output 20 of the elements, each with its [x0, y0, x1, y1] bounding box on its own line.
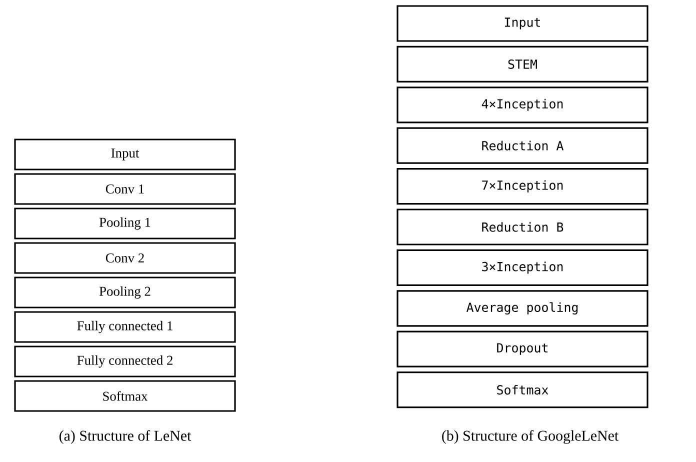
layer-box: Fully connected 2	[14, 346, 236, 378]
layer-box: 4×Inception	[396, 86, 648, 124]
layer-box: 7×Inception	[396, 168, 648, 205]
layer-box: Input	[396, 5, 648, 42]
layer-box: Input	[14, 138, 236, 170]
layer-box: Dropout	[396, 330, 648, 368]
layer-box: Conv 1	[14, 173, 236, 205]
layer-box: Fully connected 1	[14, 311, 236, 343]
layer-box: Average pooling	[396, 290, 648, 327]
layer-box: Reduction B	[396, 208, 648, 246]
layer-box: Pooling 1	[14, 208, 236, 240]
layer-box: Reduction A	[396, 127, 648, 164]
layer-box: STEM	[396, 46, 648, 82]
layer-box: Softmax	[14, 380, 236, 412]
caption: (a) Structure of LeNet	[59, 430, 192, 444]
caption: (b) Structure of GoogleLeNet	[442, 430, 619, 444]
layer-box: 3×Inception	[396, 249, 648, 286]
layer-box: Conv 2	[14, 242, 236, 274]
layer-box: Softmax	[396, 372, 648, 408]
layer-box: Pooling 2	[14, 276, 236, 308]
